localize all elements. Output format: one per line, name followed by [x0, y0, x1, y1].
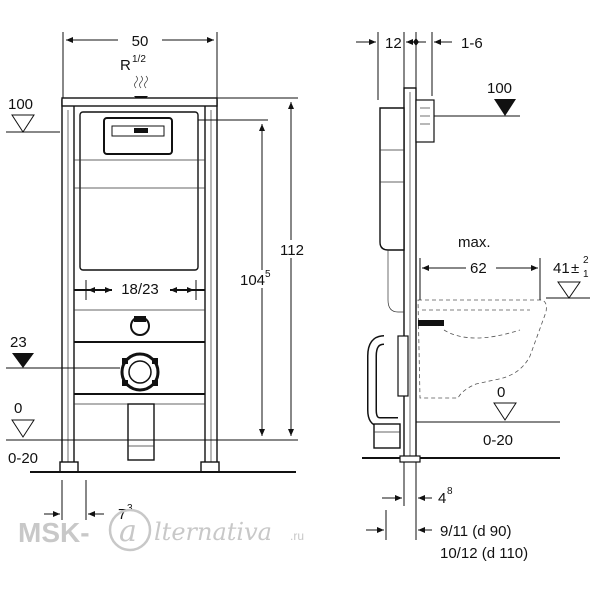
side-floor-range-label: 0-20: [483, 432, 513, 449]
adjust-label: 1-6: [461, 35, 483, 52]
side-level-100-label: 100: [487, 80, 512, 97]
level-100-triangle: [11, 114, 35, 133]
svg-text:a: a: [119, 514, 137, 549]
bowl-length-label: 62: [470, 260, 487, 277]
height-frame-label: 104: [240, 272, 265, 289]
pipe-110-label: 10/12 (d 110): [440, 545, 528, 562]
offset-label: 7: [118, 506, 126, 523]
wall-offset-label: 4: [438, 490, 446, 507]
watermark-at-icon: [108, 508, 152, 552]
level-100-label: 100: [8, 96, 33, 113]
bowl-mounting-bolt: [418, 320, 444, 326]
side-drain-pipe: [373, 423, 401, 449]
pipe-fraction: 1/2: [132, 54, 146, 65]
level-0-triangle: [11, 419, 35, 438]
spacing-label: 18/23: [121, 281, 159, 298]
side-view: 12 1-6 100 max.: [356, 32, 590, 562]
wc-bowl-outline: [417, 299, 547, 399]
width-label: 50: [132, 33, 149, 50]
wall-offset-sup: 8: [447, 486, 453, 497]
watermark: MSK- a lternativa .ru: [18, 508, 304, 552]
frame-left-foot: [59, 461, 79, 473]
bowl-height-tolerance: ±: [571, 260, 579, 277]
pipe-label: R: [120, 57, 131, 74]
level-23-label: 23: [10, 334, 27, 351]
bowl-height-label: 41: [553, 260, 570, 277]
watermark-domain: .ru: [290, 529, 304, 543]
side-drain-bend: [367, 335, 398, 427]
offset-sup: 3: [127, 503, 133, 514]
bowl-tolerance-top: 2: [583, 255, 589, 266]
level-23-triangle: [12, 353, 34, 368]
depth-label: 12: [385, 35, 402, 52]
side-level-0-triangle: [493, 402, 517, 421]
frame-right-foot: [200, 461, 220, 473]
front-drain-pipe: [127, 403, 155, 461]
side-cistern: [379, 107, 405, 251]
height-frame-sup: 5: [265, 269, 271, 280]
watermark-script: lternativa: [154, 518, 272, 546]
floor-range-label: 0-20: [8, 450, 38, 467]
height-total-label: 112: [280, 242, 304, 259]
pipe-90-label: 9/11 (d 90): [440, 523, 511, 540]
frame-top-rail: [61, 97, 218, 107]
watermark-brand: MSK-: [18, 517, 90, 548]
front-view: 50 R 1/2 100: [6, 30, 308, 523]
level-0-label: 0: [14, 400, 22, 417]
side-level-0-label: 0: [497, 384, 505, 401]
side-level-100-triangle: [494, 99, 516, 116]
side-flush-plate: [415, 99, 435, 143]
bowl-height-triangle: [557, 281, 581, 299]
max-label: max.: [458, 234, 491, 251]
bowl-tolerance-bottom: 1: [583, 269, 589, 280]
